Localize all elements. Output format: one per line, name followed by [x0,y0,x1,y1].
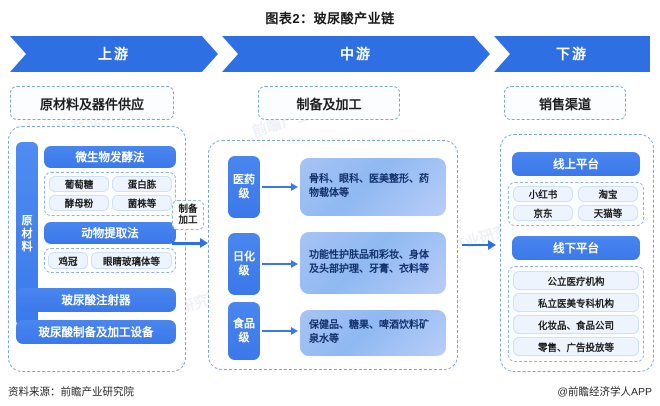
midstream-desc-cosmetic: 功能性护肤品和彩妆、身体及头部护理、牙膏、衣料等 [300,232,446,294]
downstream-item: 私立医美专科机构 [513,293,639,312]
upstream-equipment-injector: 玻尿酸注射器 [16,288,176,312]
downstream-item: 零售、广告投放等 [513,337,639,356]
midstream-grade-pharma: 医药级 [228,156,260,218]
upstream-item: 蛋白胨 [112,176,172,192]
downstream-channel-title-offline: 线下平台 [512,236,640,260]
connector-label-preparation: 制备 加工 [172,200,204,230]
midstream-desc-food: 保健品、糖果、啤酒饮料矿泉水等 [300,310,446,356]
upstream-equipment-processing: 玻尿酸制备及加工设备 [16,320,176,344]
upstream-item: 酵母粉 [49,195,109,211]
midstream-arrow-food [262,327,298,336]
credit-note: @前瞻经济学人APP [557,386,652,398]
upstream-group-title-fermentation: 微生物发酵法 [44,146,176,168]
chart-title: 图表2：玻尿酸产业链 [265,11,395,26]
downstream-item: 公立医疗机构 [513,271,639,290]
stage-chevron-downstream: 下游 [494,36,650,72]
connector-label-line1: 制备 [178,204,198,215]
midstream-grade-cosmetic: 日化级 [228,233,260,295]
upstream-item: 菌株等 [112,195,172,211]
upstream-item: 眼睛玻璃体等 [91,252,172,269]
connector-arrow-upstream-midstream [172,238,208,248]
downstream-item: 小红书 [513,186,573,202]
stage-chevron-midstream: 中游 [222,36,490,72]
downstream-item: 化妆品、食品公司 [513,315,639,334]
midstream-desc-pharma: 骨科、眼科、医美整形、药物载体等 [300,158,446,216]
downstream-item: 淘宝 [578,186,638,202]
source-note: 资料来源：前瞻产业研究院 [8,386,134,398]
header-midstream: 制备及加工 [258,86,400,120]
connector-arrow-midstream-downstream [462,240,498,250]
header-downstream: 销售渠道 [504,86,626,120]
midstream-arrow-cosmetic [262,260,298,269]
downstream-item: 天猫等 [578,205,638,221]
stage-chevron-upstream: 上游 [10,36,218,72]
midstream-arrow-pharma [262,183,298,192]
upstream-item: 鸡冠 [48,252,88,269]
stage-banner: 上游 中游 下游 [10,36,650,72]
midstream-grade-food: 食品级 [228,302,260,360]
downstream-item: 京东 [513,205,573,221]
upstream-vertical-label: 原材料 [16,142,38,326]
header-upstream: 原材料及器件供应 [10,86,174,120]
upstream-group-title-animal-extraction: 动物提取法 [44,222,176,244]
upstream-item: 葡萄糖 [49,176,109,192]
downstream-channel-title-online: 线上平台 [512,152,640,176]
connector-label-line2: 加工 [178,215,198,226]
